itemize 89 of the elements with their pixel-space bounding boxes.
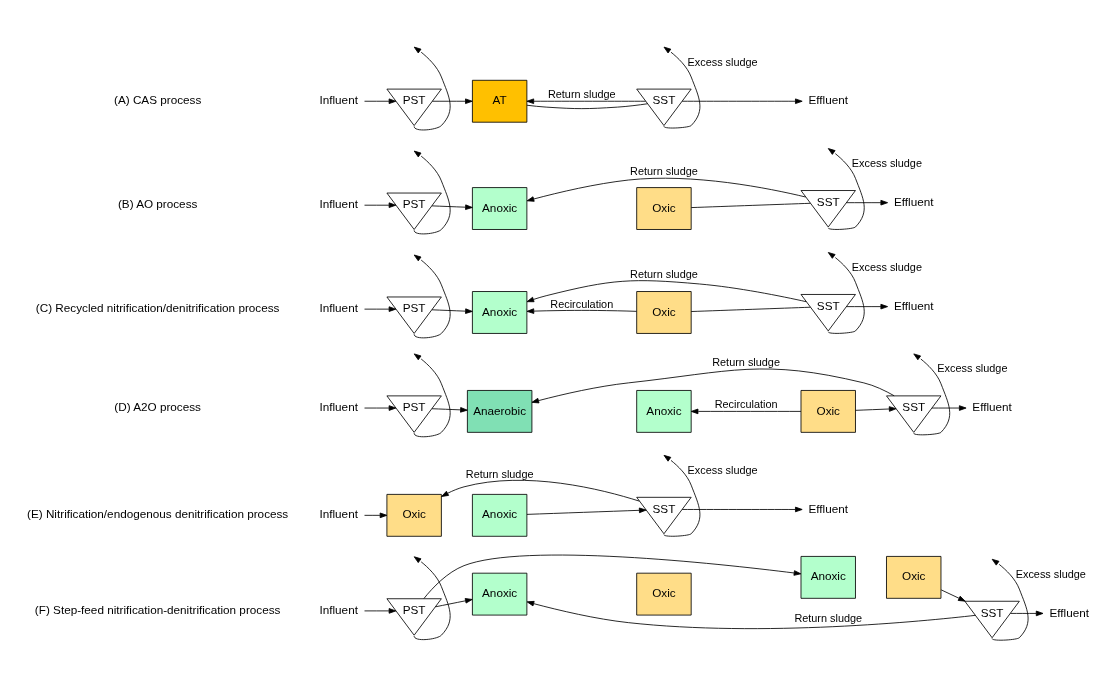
arrow (940, 588, 966, 602)
edge-label: Return sludge (547, 87, 616, 100)
arrow (526, 98, 647, 104)
arrow (364, 305, 397, 312)
edge-label: Excess sludge (1015, 567, 1086, 580)
node-text: Influent (319, 602, 358, 616)
node-text: Effluent (1049, 605, 1089, 619)
node-box: Anoxic (471, 290, 528, 334)
node-text: Effluent (808, 501, 848, 515)
arrow (526, 307, 637, 314)
edge-label: Excess sludge (687, 463, 758, 476)
arrow (991, 558, 1029, 641)
arrow (827, 147, 865, 230)
arrow (846, 199, 888, 205)
label: (C) Recycled nitrification/denitrification process (35, 300, 280, 314)
arrow (413, 254, 451, 338)
arrow (413, 46, 451, 130)
connector (526, 102, 648, 109)
arrow (364, 512, 388, 518)
node-box: Oxic (886, 555, 942, 599)
connector (690, 306, 811, 312)
edge-label: Return sludge (630, 267, 698, 280)
arrow (413, 555, 451, 640)
node-text: Influent (319, 92, 358, 106)
arrow (431, 98, 473, 104)
arrow (827, 251, 865, 334)
arrow (364, 404, 397, 411)
arrow (931, 404, 967, 411)
label: (F) Step-feed nitrification-denitrification process (34, 602, 281, 616)
arrow (526, 177, 806, 202)
node-box: Oxic (636, 186, 692, 230)
edge-label: Excess sludge (687, 55, 758, 68)
edge-label: Excess sludge (851, 260, 922, 273)
label: (D) A2O process (114, 399, 201, 413)
label: (A) CAS process (114, 92, 202, 106)
arrow (435, 597, 473, 607)
arrow (431, 406, 468, 413)
arrow (431, 307, 473, 314)
edge-label: Return sludge (712, 355, 780, 368)
node-text: Influent (319, 399, 358, 413)
arrow (413, 352, 451, 437)
arrow (364, 201, 397, 208)
arrow (690, 408, 802, 414)
arrow (1010, 610, 1044, 616)
arrow (431, 203, 473, 210)
node-box: Anoxic (471, 572, 528, 615)
edge-label: Excess sludge (851, 156, 922, 169)
edge-label: Return sludge (465, 467, 534, 480)
node-box: Anoxic (471, 493, 528, 537)
label: (E) Nitrification/endogenous denitrification process (27, 506, 289, 520)
arrow (364, 607, 397, 614)
arrow (531, 368, 895, 403)
node-text: Influent (319, 506, 358, 520)
node-text: Effluent (893, 298, 934, 312)
label: (B) AO process (117, 196, 198, 210)
node-text: Influent (319, 196, 358, 210)
arrow (681, 506, 803, 512)
arrow (526, 600, 976, 629)
edge-label: Return sludge (630, 164, 698, 177)
arrow (423, 554, 802, 599)
edge-label: Recirculation (714, 397, 778, 410)
arrow (855, 405, 897, 412)
arrow (413, 150, 451, 234)
arrow (681, 98, 803, 104)
arrow (526, 279, 807, 302)
node-text: Effluent (972, 399, 1012, 413)
node-box: Anoxic (471, 186, 528, 230)
edge-label: Return sludge (794, 611, 863, 624)
node-box: Anaerobic (466, 389, 533, 433)
node-text: Effluent (808, 92, 848, 106)
connector (690, 202, 811, 208)
arrow (663, 46, 701, 128)
node-box: Oxic (636, 572, 692, 615)
arrow (441, 479, 640, 502)
edge-label: Excess sludge (937, 361, 1008, 374)
arrow (364, 98, 397, 104)
node-box: Oxic (800, 389, 856, 433)
arrow (913, 352, 951, 435)
arrow (663, 454, 701, 537)
arrow (846, 303, 888, 309)
arrow (526, 507, 647, 515)
node-box: Oxic (386, 493, 442, 537)
node-box: Anoxic (800, 555, 856, 599)
node-box: Anoxic (636, 389, 692, 433)
node-box: Oxic (636, 290, 692, 334)
edge-label: Recirculation (550, 297, 614, 310)
node-box: AT (471, 79, 528, 123)
node-text: Influent (319, 300, 358, 314)
node-text: Effluent (893, 194, 934, 208)
